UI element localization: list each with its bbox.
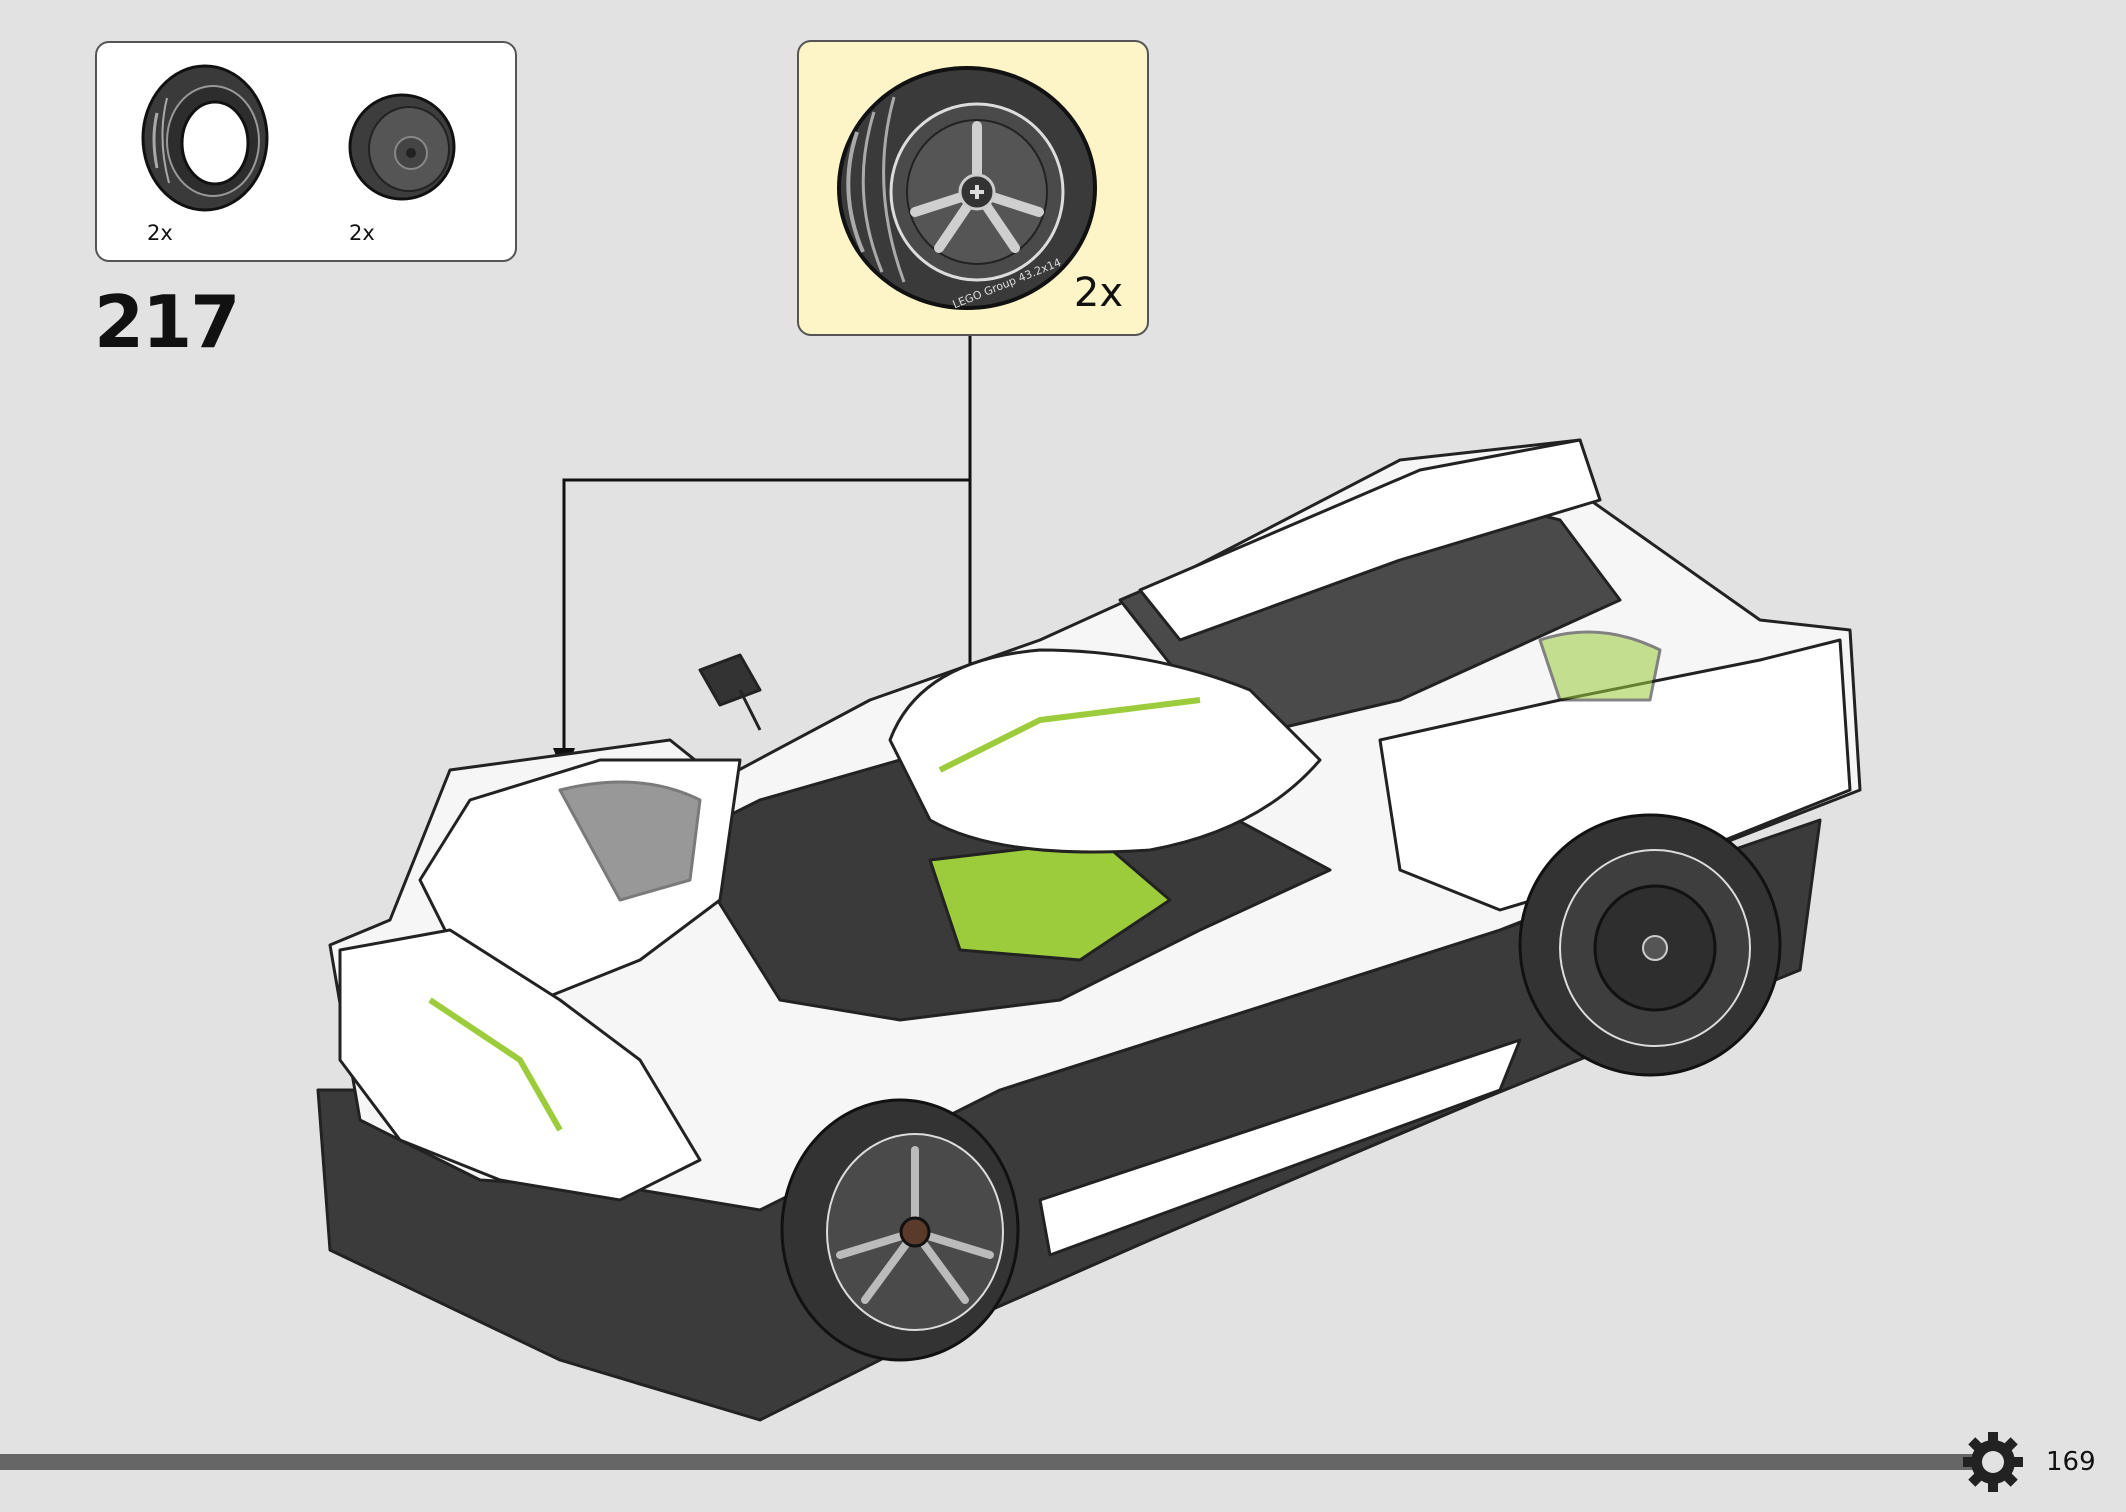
bottom-bar — [0, 1454, 1975, 1470]
step-number: 217 — [94, 280, 240, 364]
rim-quantity: 2x — [349, 221, 375, 245]
page-number: 169 — [2046, 1447, 2096, 1477]
sub-assembly-callout: LEGO Group 43.2x14 2x — [797, 40, 1149, 336]
tire-icon — [141, 64, 269, 212]
front-wheel — [780, 1098, 1020, 1362]
tire-quantity: 2x — [147, 221, 173, 245]
parts-list-art — [141, 64, 456, 212]
sub-assembly-quantity: 2x — [1073, 270, 1123, 316]
rim-icon — [348, 93, 456, 201]
rear-wheel — [1518, 813, 1782, 1077]
parts-list-callout: 2x 2x — [95, 41, 517, 262]
car-model — [316, 438, 1862, 1422]
wheel-icon: LEGO Group 43.2x14 — [837, 66, 1097, 311]
sub-assembly-art: LEGO Group 43.2x14 — [837, 66, 1097, 311]
